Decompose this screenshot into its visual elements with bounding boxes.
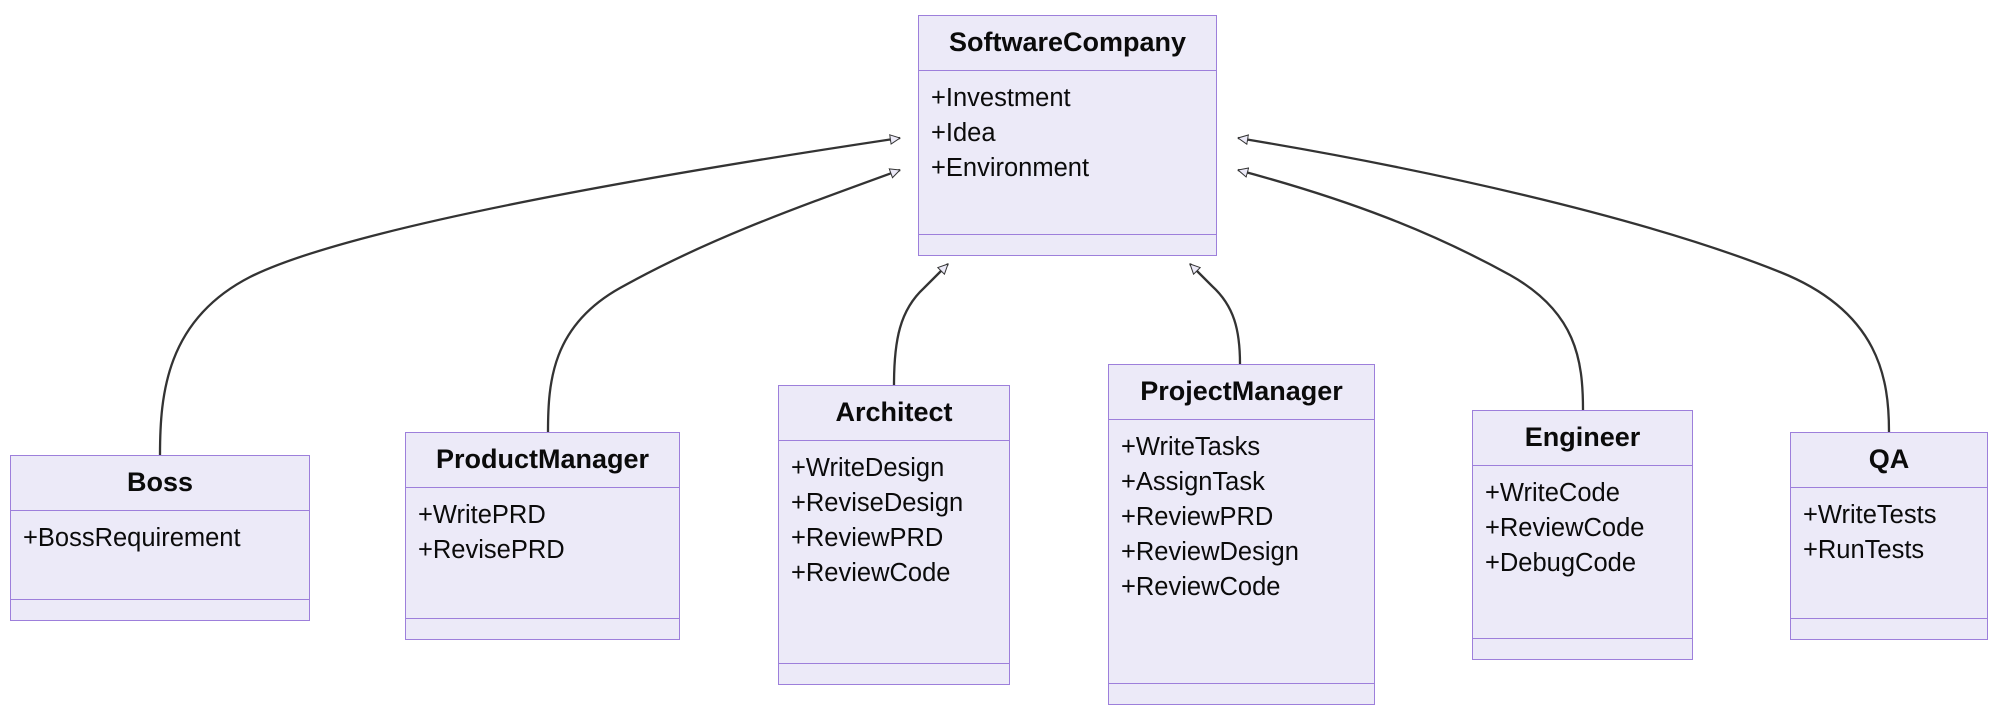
class-title-engineer: Engineer (1473, 411, 1692, 466)
class-box-qa[interactable]: QA +WriteTests +RunTests (1790, 432, 1988, 640)
class-members-engineer: +WriteCode +ReviewCode +DebugCode (1473, 466, 1692, 639)
class-title-productmanager: ProductManager (406, 433, 679, 488)
class-title-projectmanager: ProjectManager (1109, 365, 1374, 420)
class-box-projectmanager[interactable]: ProjectManager +WriteTasks +AssignTask +… (1108, 364, 1375, 705)
class-member: +Idea (931, 118, 996, 147)
class-member: +WritePRD (418, 501, 546, 529)
class-title-qa: QA (1791, 433, 1987, 488)
class-methods-projectmanager (1109, 684, 1374, 704)
edge-projectmanager-softwarecompany (1190, 264, 1242, 365)
class-members-softwarecompany: +Investment +Idea +Environment (919, 71, 1216, 235)
class-member: +Investment (931, 84, 1071, 112)
edge-architect-softwarecompany (892, 264, 948, 386)
class-box-productmanager[interactable]: ProductManager +WritePRD +RevisePRD (405, 432, 680, 640)
class-member: +RevisePRD (418, 535, 565, 564)
class-methods-softwarecompany (919, 235, 1216, 255)
class-methods-engineer (1473, 639, 1692, 659)
class-member: +ReviewCode (1485, 513, 1645, 542)
class-methods-productmanager (406, 619, 679, 639)
class-box-boss[interactable]: Boss +BossRequirement (10, 455, 310, 621)
class-member: +BossRequirement (23, 524, 241, 552)
class-member: +ReviewPRD (1121, 502, 1274, 531)
class-box-softwarecompany[interactable]: SoftwareCompany +Investment +Idea +Envir… (918, 15, 1217, 256)
class-title-boss: Boss (11, 456, 309, 511)
class-members-projectmanager: +WriteTasks +AssignTask +ReviewPRD +Revi… (1109, 420, 1374, 684)
class-member: +ReviewCode (791, 558, 951, 587)
class-members-architect: +WriteDesign +ReviseDesign +ReviewPRD +R… (779, 441, 1009, 664)
class-member: +ReviewPRD (791, 523, 944, 552)
class-member: +Environment (931, 153, 1090, 182)
class-box-architect[interactable]: Architect +WriteDesign +ReviseDesign +Re… (778, 385, 1010, 685)
class-member: +ReviewCode (1121, 572, 1281, 601)
class-methods-architect (779, 664, 1009, 684)
class-title-architect: Architect (779, 386, 1009, 441)
class-member: +ReviewDesign (1121, 537, 1299, 566)
class-title-softwarecompany: SoftwareCompany (919, 16, 1216, 71)
class-member: +RunTests (1803, 535, 1925, 564)
class-member: +ReviseDesign (791, 488, 964, 517)
class-member: +WriteTasks (1121, 433, 1261, 461)
class-member: +WriteTests (1803, 501, 1937, 529)
class-members-boss: +BossRequirement (11, 511, 309, 600)
class-members-qa: +WriteTests +RunTests (1791, 488, 1987, 619)
class-member: +DebugCode (1485, 548, 1636, 577)
class-member: +WriteDesign (791, 454, 945, 482)
class-methods-boss (11, 600, 309, 620)
class-methods-qa (1791, 619, 1987, 639)
class-members-productmanager: +WritePRD +RevisePRD (406, 488, 679, 619)
class-member: +WriteCode (1485, 479, 1620, 507)
class-member: +AssignTask (1121, 467, 1265, 496)
class-box-engineer[interactable]: Engineer +WriteCode +ReviewCode +DebugCo… (1472, 410, 1693, 660)
